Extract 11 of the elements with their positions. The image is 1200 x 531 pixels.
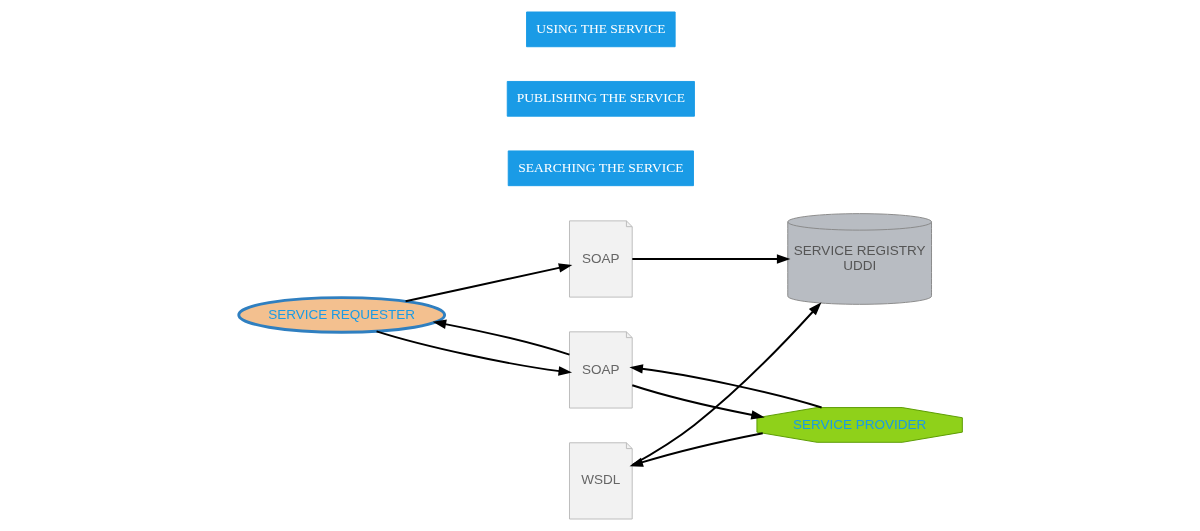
arrow [628,364,823,409]
node-box: PUBLISHING THE SERVICE [506,80,695,117]
arrow [630,302,821,466]
arrow [432,319,570,356]
node-box: SEARCHING THE SERVICE [507,150,694,187]
arrow [630,384,765,420]
arrow [630,254,790,264]
arrow [404,263,572,303]
arrow [375,330,572,376]
arrow [629,432,764,467]
node-box: USING THE SERVICE [525,11,676,48]
